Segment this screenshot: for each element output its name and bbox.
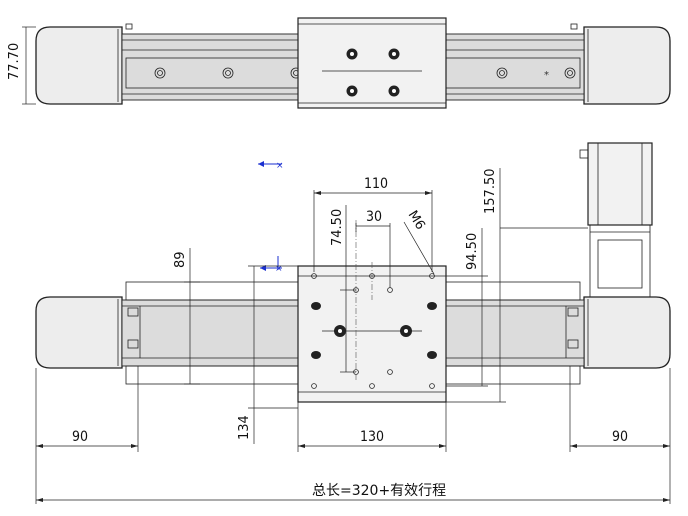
dim-94-50: 94.50 bbox=[465, 233, 480, 270]
total-length-label: 总长=320+有效行程 bbox=[312, 483, 446, 499]
dim-89: 89 bbox=[173, 251, 188, 268]
top-right-end-cap bbox=[583, 26, 671, 105]
dim-30: 30 bbox=[366, 209, 382, 225]
top-view: * 77.70 bbox=[7, 17, 671, 109]
motor-assembly bbox=[579, 142, 653, 298]
svg-text:×: × bbox=[276, 161, 284, 171]
dim-130: 130 bbox=[360, 429, 384, 445]
dim-157-50: 157.50 bbox=[483, 169, 498, 215]
front-right-end-cap bbox=[583, 296, 671, 369]
top-carriage-bolts bbox=[346, 48, 400, 97]
blue-axis-marker-lower: × bbox=[260, 256, 283, 274]
front-carriage-holes bbox=[311, 273, 437, 389]
front-left-end-cap bbox=[35, 296, 123, 369]
dim-74-50: 74.50 bbox=[330, 209, 345, 246]
dim-90-right: 90 bbox=[612, 429, 628, 445]
blue-axis-marker-upper: × bbox=[258, 161, 284, 171]
svg-text:×: × bbox=[275, 264, 283, 274]
dim-110: 110 bbox=[364, 176, 388, 192]
top-carriage bbox=[297, 17, 447, 109]
front-view: × × bbox=[35, 142, 671, 504]
dim-90-left: 90 bbox=[72, 429, 88, 445]
svg-text:*: * bbox=[544, 70, 549, 81]
top-left-end-cap bbox=[35, 26, 123, 105]
dim-77-70: 77.70 bbox=[7, 43, 22, 80]
dim-134: 134 bbox=[237, 415, 252, 440]
